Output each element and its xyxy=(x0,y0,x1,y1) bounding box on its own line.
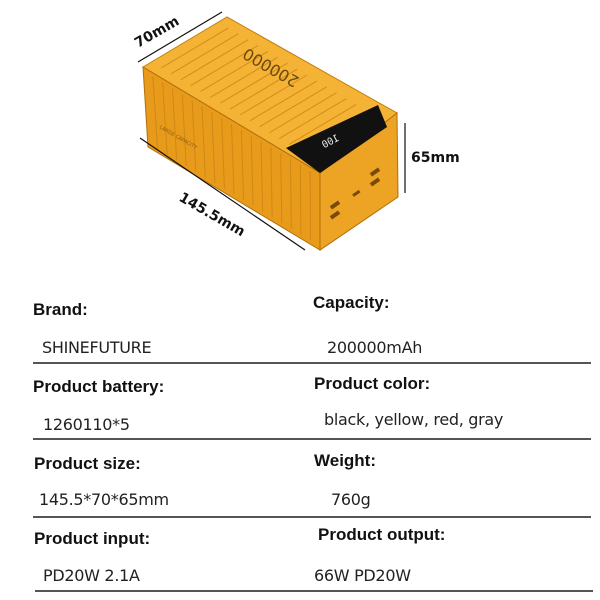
weight-label: Weight: xyxy=(314,451,377,470)
input-label: Product input: xyxy=(34,529,151,548)
usb-port xyxy=(329,200,341,210)
top-rib xyxy=(170,33,239,75)
divider xyxy=(33,438,591,440)
top-rib xyxy=(278,98,347,139)
output-label: Product output: xyxy=(318,525,446,544)
divider xyxy=(33,362,591,364)
top-rib xyxy=(190,45,259,86)
usb-port xyxy=(369,177,381,187)
container-rib xyxy=(290,159,292,229)
divider xyxy=(35,590,593,592)
container-rib xyxy=(181,94,187,166)
top-rib xyxy=(219,62,288,104)
container-rib xyxy=(260,141,264,212)
size-value: 145.5*70*65mm xyxy=(39,490,169,509)
brand-label: Brand: xyxy=(33,300,88,319)
container-rib xyxy=(270,147,273,218)
container-rib xyxy=(240,129,245,201)
top-rib xyxy=(229,68,298,110)
width-arrow xyxy=(137,11,223,63)
usb-port xyxy=(369,167,381,177)
container-rib xyxy=(221,118,225,189)
display-screen xyxy=(286,105,387,173)
container-rib xyxy=(162,82,168,155)
capacity-label: Capacity: xyxy=(313,293,390,312)
top-rib xyxy=(210,56,278,98)
container-rib xyxy=(172,88,178,161)
top-rib xyxy=(288,104,357,145)
container-rib xyxy=(299,165,302,235)
divider xyxy=(33,516,591,518)
color-label: Product color: xyxy=(314,374,431,393)
width-dimension-label: 70mm xyxy=(132,13,182,51)
container-rib xyxy=(152,76,159,149)
length-arrow xyxy=(139,137,306,251)
top-rib xyxy=(249,80,318,122)
capacity-value: 200000mAh xyxy=(327,338,423,357)
battery-label: Product battery: xyxy=(33,377,165,396)
top-rib xyxy=(160,27,229,69)
size-label: Product size: xyxy=(34,454,141,473)
container-rib xyxy=(211,112,216,184)
container-rib xyxy=(250,135,254,206)
container-rib xyxy=(201,106,206,178)
output-value: 66W PD20W xyxy=(314,566,411,585)
usb-c-port xyxy=(352,189,361,197)
input-value: PD20W 2.1A xyxy=(43,566,140,585)
color-value: black, yellow, red, gray xyxy=(324,410,504,429)
top-rib xyxy=(269,92,337,134)
height-dimension-label: 65mm xyxy=(411,150,460,166)
power-bank-product-image: 100 200000 LARGE CAPACITY 70mm 65mm 145.… xyxy=(132,11,460,251)
battery-value: 1260110*5 xyxy=(43,415,130,434)
container-rib xyxy=(280,153,283,224)
top-rib xyxy=(200,51,269,92)
container-rib xyxy=(191,100,197,172)
weight-value: 760g xyxy=(331,490,371,509)
top-rib xyxy=(239,74,308,116)
container-rib xyxy=(231,123,235,195)
top-rib xyxy=(259,86,328,128)
top-rib xyxy=(180,39,249,81)
usb-port xyxy=(329,210,341,220)
brand-value: SHINEFUTURE xyxy=(42,338,152,357)
